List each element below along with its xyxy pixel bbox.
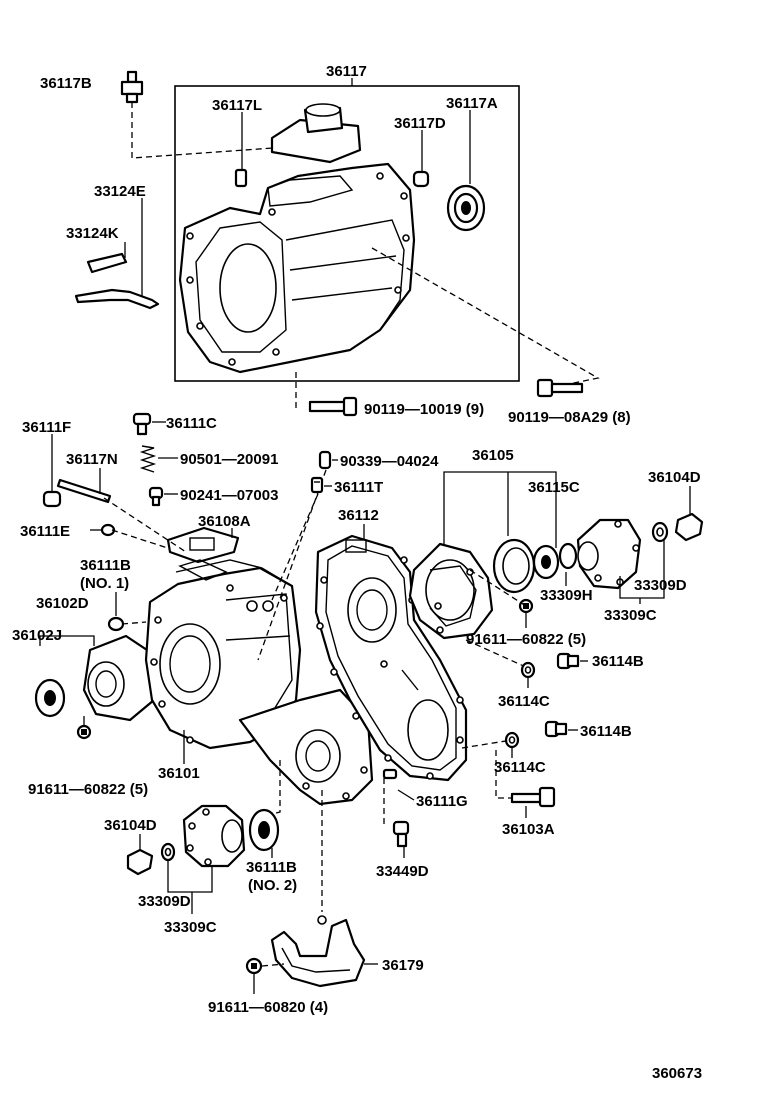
- part-36117L-pin: [234, 168, 248, 188]
- part-36111F-plug: [42, 490, 62, 508]
- part-front-companion-flange: [182, 804, 246, 868]
- label-36102D: 36102D: [36, 595, 89, 612]
- label-36114C-lower: 36114C: [494, 759, 546, 776]
- part-oil-seal-ring: [532, 544, 560, 580]
- part-33124K-clip: [86, 252, 128, 274]
- part-cover-gasket: [270, 118, 362, 164]
- part-33449D-bolt: [392, 820, 410, 848]
- assembly-36117-frame: [174, 85, 520, 382]
- label-no1: (NO. 1): [80, 575, 129, 592]
- part-36115C-seal: [492, 538, 536, 594]
- part-90119-08A29-bolt: [536, 378, 584, 398]
- label-91611-60820: 91611—60820 (4): [208, 999, 328, 1016]
- label-36111F: 36111F: [22, 419, 71, 436]
- part-36111C-plug: [132, 412, 152, 436]
- part-36101-front-case: [144, 559, 374, 806]
- label-36103A: 36103A: [502, 821, 555, 838]
- label-36114B-lower: 36114B: [580, 723, 632, 740]
- label-33309H: 33309H: [540, 587, 593, 604]
- part-33309D-right-washer: [651, 521, 669, 543]
- label-33124K: 33124K: [66, 225, 119, 242]
- part-33124E-lever: [74, 288, 160, 310]
- label-36104D-left: 36104D: [104, 817, 157, 834]
- part-36111T-breather: [310, 476, 324, 494]
- label-36117D: 36117D: [394, 115, 446, 132]
- label-33309D-left: 33309D: [138, 893, 191, 910]
- label-33309C-left: 33309C: [164, 919, 217, 936]
- label-36114C-upper: 36114C: [498, 693, 550, 710]
- part-90119-10019-bolt: [308, 396, 358, 417]
- part-rear-companion-flange: [576, 518, 642, 590]
- label-36111C: 36111C: [166, 415, 217, 432]
- label-36117B: 36117B: [40, 75, 92, 92]
- part-36117N-rod: [56, 478, 112, 504]
- label-no2: (NO. 2): [248, 877, 297, 894]
- label-36102J: 36102J: [12, 627, 62, 644]
- part-90501-20091-spring: [139, 445, 157, 473]
- label-33309D-right: 33309D: [634, 577, 687, 594]
- part-36103A-bolt: [510, 786, 556, 808]
- part-36117A-oil-seal: [446, 184, 486, 232]
- label-36117: 36117: [326, 63, 367, 80]
- part-36179-bracket: [270, 915, 366, 988]
- label-33309C-right: 33309C: [604, 607, 657, 624]
- label-36111G: 36111G: [416, 793, 468, 810]
- part-36117D-plug: [412, 170, 430, 188]
- label-33124E: 33124E: [94, 183, 146, 200]
- part-36102J-seal: [34, 678, 66, 718]
- part-36102D-cover: [82, 634, 156, 722]
- part-33309D-left-washer: [160, 842, 176, 862]
- part-36104D-left-nut: [126, 848, 154, 876]
- part-91611-60820-bolt: [245, 957, 263, 975]
- label-36111B-no1: 36111B: [80, 557, 131, 574]
- label-36117L: 36117L: [212, 97, 262, 114]
- label-33449D: 33449D: [376, 863, 429, 880]
- part-36114B-lower-plug: [544, 720, 568, 738]
- part-33309H-washer: [558, 542, 578, 570]
- label-36105: 36105: [472, 447, 514, 464]
- label-36117A: 36117A: [446, 95, 498, 112]
- part-90339-04024-pin: [318, 450, 332, 470]
- label-90339-04024: 90339—04024: [340, 453, 439, 470]
- part-36104D-right-nut: [674, 512, 704, 542]
- part-36111G-pin: [382, 768, 398, 780]
- label-36111B-no2: 36111B: [246, 859, 297, 876]
- part-36114B-upper-plug: [556, 652, 580, 670]
- label-36101: 36101: [158, 765, 200, 782]
- part-36108A-gasket: [166, 526, 240, 564]
- part-36111B-no2-seal: [248, 808, 280, 852]
- label-91611-60822-right: 91611—60822 (5): [466, 631, 586, 648]
- label-36117N: 36117N: [66, 451, 118, 468]
- part-91611-60822-right-bolt: [518, 598, 534, 614]
- label-36179: 36179: [382, 957, 424, 974]
- label-90119-08A29: 90119—08A29 (8): [508, 409, 631, 426]
- part-36117B-sensor: [120, 70, 144, 104]
- part-91611-60822-left-bolt: [76, 724, 92, 740]
- part-36112-rear-case: [314, 534, 468, 782]
- part-36111B-no1-plug: [107, 616, 125, 632]
- label-90241-07003: 90241—07003: [180, 487, 278, 504]
- label-36115C: 36115C: [528, 479, 580, 496]
- label-36112: 36112: [338, 507, 379, 524]
- label-90501-20091: 90501—20091: [180, 451, 278, 468]
- part-90241-07003-ball: [148, 486, 164, 507]
- part-36105-rear-cover: [408, 542, 494, 640]
- label-91611-60822-left: 91611—60822 (5): [28, 781, 148, 798]
- label-36111T: 36111T: [334, 479, 383, 496]
- part-36117-extension-housing: [178, 162, 416, 374]
- label-36111E: 36111E: [20, 523, 70, 540]
- label-illustration-number: 360673: [652, 1065, 702, 1082]
- part-36114C-upper-washer: [520, 661, 536, 679]
- label-90119-10019: 90119—10019 (9): [364, 401, 484, 418]
- part-36114C-lower-washer: [504, 731, 520, 749]
- label-36108A: 36108A: [198, 513, 251, 530]
- label-36104D-right: 36104D: [648, 469, 701, 486]
- label-36114B-upper: 36114B: [592, 653, 644, 670]
